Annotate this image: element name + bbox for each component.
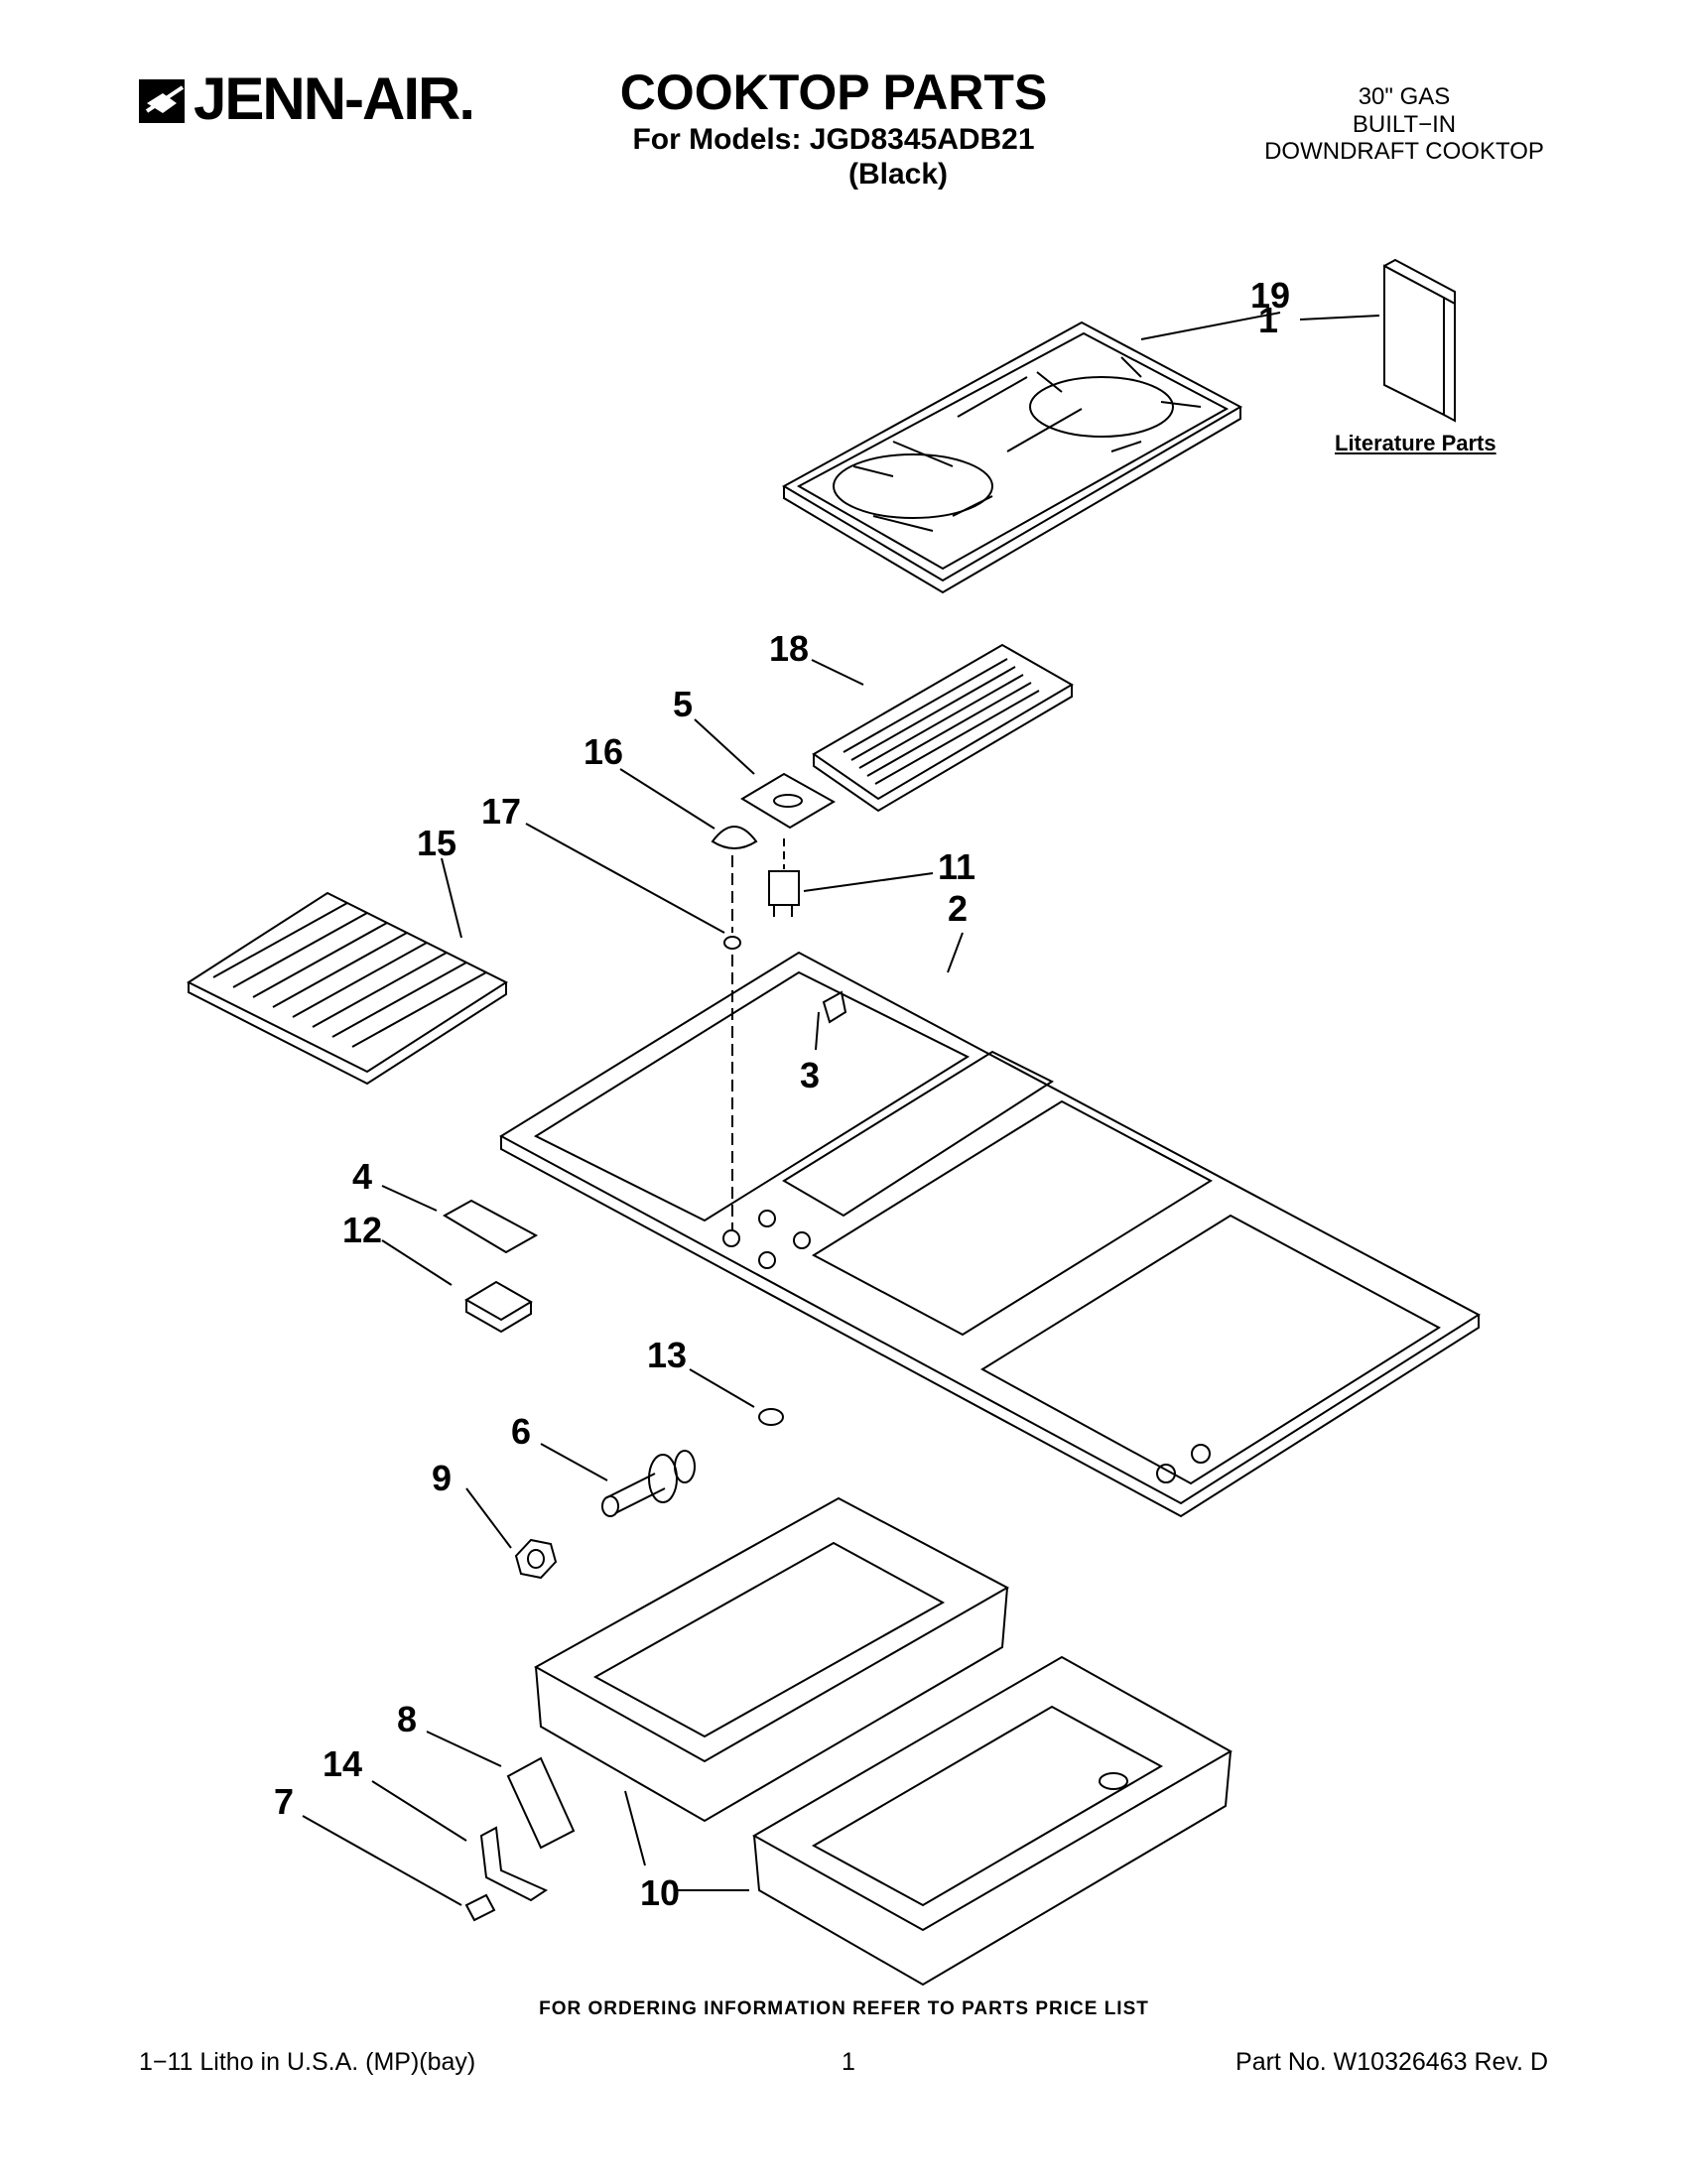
callout-1: 1 [1258, 300, 1278, 340]
product-description: 30" GAS BUILT−IN DOWNDRAFT COOKTOP [1231, 83, 1578, 166]
callout-14: 14 [323, 1743, 362, 1784]
description-line-2: BUILT−IN [1352, 110, 1457, 138]
literature-binder [1383, 258, 1456, 423]
color-line: (Black) [847, 157, 949, 191]
burner-tube [601, 1450, 696, 1517]
clip [758, 1408, 784, 1426]
burner-box-lower [751, 1655, 1234, 1987]
literature-parts-label: Literature Parts [1335, 431, 1496, 455]
part-number: Part No. W10326463 Rev. D [1235, 2048, 1548, 2076]
jenn-air-logo-icon [139, 79, 185, 123]
screw-7 [464, 1893, 496, 1922]
ordering-note: FOR ORDERING INFORMATION REFER TO PARTS … [539, 1998, 1149, 2019]
gas-valve [464, 1280, 533, 1334]
mounting-bracket [479, 1826, 549, 1902]
fan-switch [768, 838, 800, 917]
model-info: For Models: JGD8345ADB21 (Black) [536, 123, 1131, 192]
callout-10: 10 [640, 1872, 680, 1913]
callout-6: 6 [511, 1411, 531, 1452]
callout-7: 7 [274, 1781, 294, 1822]
callout-2: 2 [948, 888, 968, 929]
callout-8: 8 [397, 1699, 417, 1739]
burner-grate [781, 321, 1243, 594]
cooktop-panel [499, 951, 1481, 1518]
brand-logo: JENN-AIR. [194, 65, 475, 132]
page-title: COOKTOP PARTS [619, 64, 1048, 120]
description-line-3: DOWNDRAFT COOKTOP [1264, 138, 1544, 166]
callout-18: 18 [769, 628, 809, 669]
callout-9: 9 [432, 1458, 452, 1498]
bezel-plate [740, 772, 837, 830]
control-knob [711, 826, 758, 849]
callout-11: 11 [938, 846, 975, 887]
nut [514, 1538, 558, 1580]
burner-box-upper [533, 1496, 1010, 1823]
callout-5: 5 [673, 684, 693, 724]
callout-15: 15 [417, 823, 456, 863]
callout-12: 12 [342, 1210, 382, 1250]
grill-grate [186, 891, 509, 1086]
callout-numbers: 19 1 18 5 16 17 15 11 2 3 4 12 13 6 9 8 … [274, 275, 1290, 1913]
bracket-plate [506, 1756, 576, 1850]
page-number: 1 [842, 2048, 855, 2076]
models-line: For Models: JGD8345ADB21 [632, 123, 1035, 156]
print-info: 1−11 Litho in U.S.A. (MP)(bay) [139, 2048, 476, 2076]
callout-19: 19 [1250, 275, 1290, 316]
callout-3: 3 [800, 1055, 820, 1095]
vent-grille [812, 643, 1074, 813]
callout-16: 16 [584, 731, 623, 772]
trim-piece [442, 1199, 539, 1254]
screw-3 [822, 990, 847, 1024]
leader-lines [302, 312, 1380, 1906]
callout-4: 4 [352, 1156, 372, 1197]
knob-seal [723, 936, 741, 950]
callout-13: 13 [647, 1335, 687, 1375]
description-line-1: 30" GAS [1358, 83, 1451, 110]
callout-17: 17 [481, 791, 521, 832]
